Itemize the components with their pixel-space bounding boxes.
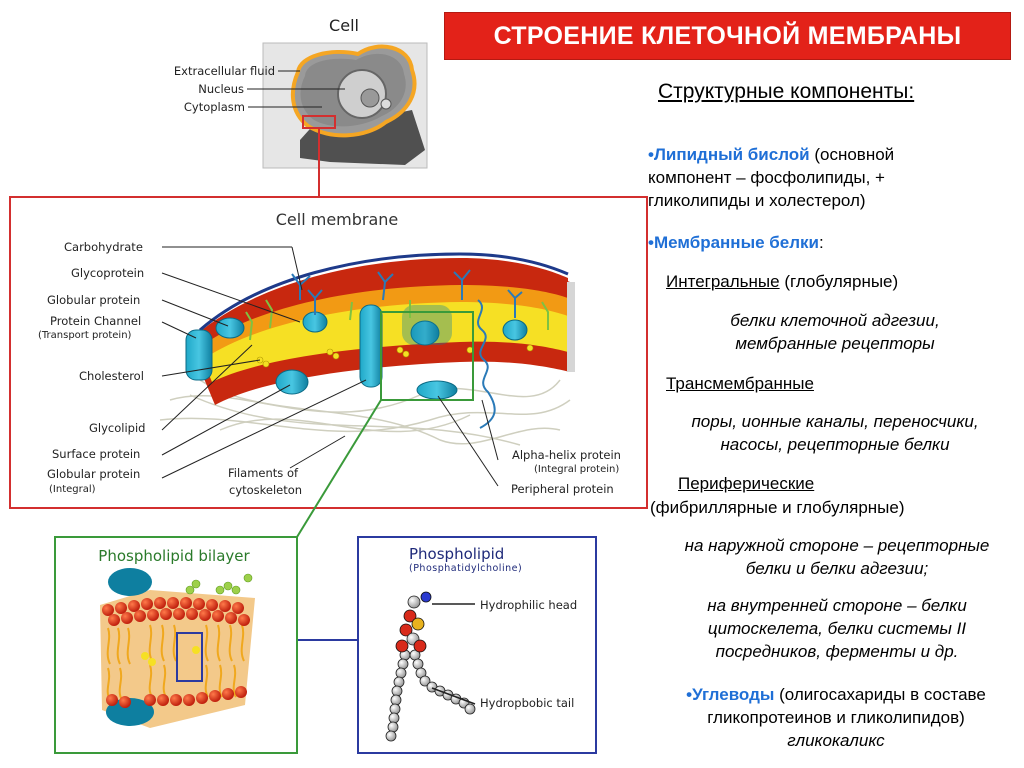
label-nucleus: Nucleus: [198, 82, 244, 96]
cell-title: Cell: [329, 16, 359, 35]
transmembrane-term: Трансмембранные: [666, 374, 814, 393]
membrane-title: Cell membrane: [276, 210, 399, 229]
phospholipid-molecule: [385, 591, 476, 742]
integral-examples: белки клеточной адгезии, мембранные реце…: [660, 309, 1010, 355]
carbohydrates-item: •Углеводы (олигосахариды в составе глико…: [648, 683, 1024, 752]
carbohydrates-desc-2: гликопротеинов и гликолипидов): [707, 708, 965, 727]
inner-side-3: посредников, ферменты и др.: [715, 642, 959, 661]
outer-side-2: белки и белки адгезии;: [745, 559, 929, 578]
lipid-bilayer-item: •Липидный бислой (основной компонент – ф…: [648, 143, 1018, 212]
inner-side-2: цитоскелета, белки системы II: [707, 619, 967, 638]
transmembrane-examples-1: поры, ионные каналы, переносчики,: [691, 412, 979, 431]
tail-leader-line: [431, 687, 476, 705]
nitrogen-atom: [420, 591, 432, 603]
connector-membrane-to-bilayer: [296, 399, 382, 538]
lipid-bilayer-desc-2: компонент – фосфолипиды, +: [648, 168, 885, 187]
phospholipid-tail-right: [409, 649, 476, 715]
membrane-proteins: [185, 304, 528, 400]
label-protein-channel: Protein Channel: [50, 314, 141, 328]
label-glycoprotein: Glycoprotein: [71, 266, 144, 280]
phospholipid-title: Phospholipid: [409, 545, 504, 563]
label-peripheral-protein: Peripheral protein: [511, 482, 614, 496]
label-glycolipid: Glycolipid: [89, 421, 145, 435]
peripheral-term: Периферические: [678, 474, 815, 493]
label-cytoplasm: Cytoplasm: [184, 100, 245, 114]
page-title: СТРОЕНИЕ КЛЕТОЧНОЙ МЕМБРАНЫ: [493, 21, 962, 50]
membrane-figure: Cell membrane: [9, 196, 648, 509]
glycolipids: [245, 299, 549, 341]
lipid-bilayer-desc: (основной: [809, 145, 895, 164]
membrane-cut-edge: [567, 282, 575, 372]
label-filaments-2: cytoskeleton: [229, 483, 302, 497]
label-cholesterol: Cholesterol: [79, 369, 144, 383]
lipid-bilayer-desc-3: гликолипиды и холестерол): [648, 191, 866, 210]
transmembrane-examples-2: насосы, рецепторные белки: [720, 435, 950, 454]
phospholipid-figure: Phospholipid (Phosphatidylcholine): [357, 536, 597, 754]
label-globular-protein: Globular protein: [47, 293, 140, 307]
transmembrane-examples: поры, ионные каналы, переносчики, насосы…: [655, 410, 1015, 456]
phospholipid-tail-left: [385, 649, 411, 742]
membrane-leaders: [161, 246, 499, 487]
membrane-labels: Carbohydrate Glycoprotein Globular prote…: [38, 240, 621, 497]
label-hydrophilic-head: Hydrophilic head: [480, 598, 577, 612]
bilayer-figure: Phospholipid bilayer: [54, 536, 298, 754]
inner-side-1: на внутренней стороне – белки: [707, 596, 967, 615]
integral-term: Интегральные: [666, 272, 780, 291]
membrane-top-red: [196, 258, 568, 345]
carbohydrates-desc-1: (олигосахариды в составе: [774, 685, 986, 704]
vesicle-shape: [380, 98, 392, 110]
outer-side-text: на наружной стороне – рецепторные белки …: [648, 534, 1024, 580]
phosphorus-atom: [411, 617, 425, 631]
lipid-bilayer-term: •Липидный бислой: [648, 145, 810, 164]
bilayer-protein-top: [108, 568, 152, 596]
label-integral: (Integral): [49, 484, 96, 495]
bilayer-zoom-box: [176, 632, 203, 682]
membrane-proteins-colon: :: [818, 233, 824, 252]
label-surface-protein: Surface protein: [52, 447, 140, 461]
oxygen-atom: [403, 609, 417, 623]
glycocalyx-edge: [199, 252, 569, 332]
nucleolus-shape: [360, 88, 380, 108]
cytoskeleton-filaments: [159, 379, 571, 446]
cell-figure: Cell Extracellular fluid Nucleus Cytopla…: [174, 16, 428, 197]
bilayer-heads: [102, 597, 250, 708]
inner-side-text: на внутренней стороне – белки цитоскелет…: [648, 594, 1024, 663]
membrane-diagram: Cell Extracellular fluid Nucleus Cytopla…: [9, 16, 648, 754]
membrane-zoom-box: [380, 311, 474, 401]
bilayer-title: Phospholipid bilayer: [98, 547, 250, 565]
bilayer-protein-bottom: [106, 698, 154, 726]
label-alpha-helix: Alpha-helix protein: [512, 448, 621, 462]
bilayer-cholesterol: [141, 646, 200, 666]
structural-components-heading: Структурные компоненты:: [658, 80, 915, 103]
carbohydrates-term: •Углеводы: [686, 685, 775, 704]
integral-desc: (глобулярные): [779, 272, 899, 291]
label-carbohydrate: Carbohydrate: [64, 240, 143, 254]
integral-examples-2: мембранные рецепторы: [735, 334, 935, 353]
title-banner: СТРОЕНИЕ КЛЕТОЧНОЙ МЕМБРАНЫ: [444, 12, 1011, 60]
alpha-helix: [477, 299, 496, 429]
integral-heading: Интегральные (глобулярные): [666, 270, 898, 293]
label-hydrophobic-tail: Hydropbobic tail: [480, 696, 574, 710]
carbohydrate-chains: [291, 269, 523, 318]
label-globular-protein-integral: Globular protein: [47, 467, 140, 481]
peripheral-desc: (фибриллярные и глобулярные): [650, 498, 905, 517]
membrane-proteins-item: •Мембранные белки:: [648, 231, 824, 254]
phospholipid-subtitle: (Phosphatidylcholine): [409, 563, 522, 574]
label-filaments-1: Filaments of: [228, 466, 299, 480]
label-integral-protein: (Integral protein): [534, 464, 619, 475]
outer-side-1: на наружной стороне – рецепторные: [684, 536, 990, 555]
integral-examples-1: белки клеточной адгезии,: [730, 311, 940, 330]
bilayer-glycans: [185, 573, 253, 595]
cholesterol-molecules: [256, 344, 534, 368]
glycocalyx-text: гликокаликс: [787, 731, 885, 750]
membrane-proteins-term: •Мембранные белки: [648, 233, 819, 252]
membrane-orange: [196, 262, 568, 358]
label-transport-protein: (Transport protein): [38, 330, 132, 341]
label-extracellular-fluid: Extracellular fluid: [174, 64, 275, 78]
